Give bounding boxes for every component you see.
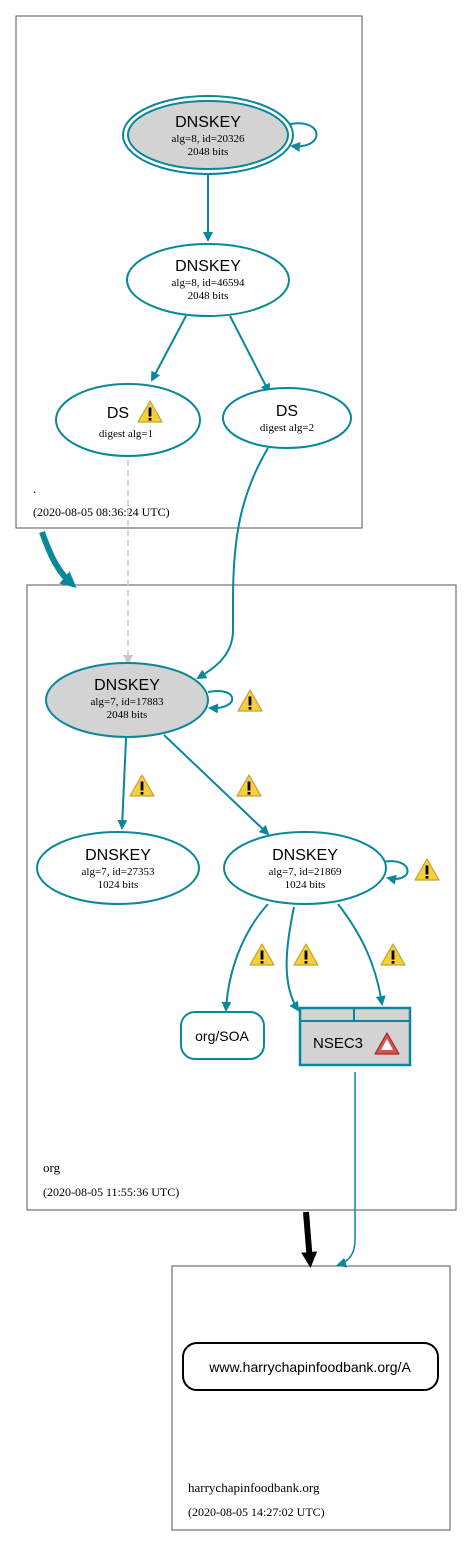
node-nsec3-label: NSEC3 xyxy=(313,1035,363,1052)
edge-zsk-nsec3-b xyxy=(337,903,386,1006)
node-ds2[interactable]: DS digest alg=2 xyxy=(222,387,352,449)
node-root-ksk-type: DNSKEY xyxy=(175,114,241,131)
zone-harry: harrychapinfoodbank.org (2020-08-05 14:2… xyxy=(171,1265,451,1531)
zone-harry-name: harrychapinfoodbank.org xyxy=(188,1480,320,1495)
edge-org-ksk-zsk xyxy=(163,734,270,836)
node-org-ksk-bits: 2048 bits xyxy=(107,709,148,721)
node-org-key2[interactable]: DNSKEY alg=7, id=27353 1024 bits xyxy=(36,831,200,905)
warning-icon xyxy=(414,858,440,881)
edge-zsk-soa xyxy=(221,903,269,1012)
node-org-zsk-detail: alg=7, id=21869 xyxy=(269,866,342,878)
node-org-key2-detail: alg=7, id=27353 xyxy=(82,866,155,878)
edge-org-ksk-self xyxy=(207,690,234,714)
edge-zsk-ds1 xyxy=(151,315,187,382)
zone-org-name: org xyxy=(43,1160,61,1175)
node-org-key2-bits: 1024 bits xyxy=(98,879,139,891)
zone-root-timestamp: (2020-08-05 08:36:24 UTC) xyxy=(33,505,170,519)
zone-org-timestamp: (2020-08-05 11:55:36 UTC) xyxy=(43,1185,179,1199)
node-ds2-type: DS xyxy=(276,403,298,420)
zone-root: . (2020-08-05 08:36:24 UTC) xyxy=(15,15,363,529)
edge-org-ksk-key2 xyxy=(117,737,128,830)
zone-org: org (2020-08-05 11:55:36 UTC) xyxy=(26,584,457,1211)
node-ds1-detail: digest alg=1 xyxy=(99,428,153,440)
warning-icon xyxy=(293,943,319,966)
zone-harry-timestamp: (2020-08-05 14:27:02 UTC) xyxy=(188,1505,325,1519)
node-a-record[interactable]: www.harrychapinfoodbank.org/A xyxy=(182,1342,439,1391)
node-org-zsk-type: DNSKEY xyxy=(272,847,338,864)
node-org-ksk-detail: alg=7, id=17883 xyxy=(91,696,164,708)
node-ds1-type: DS xyxy=(107,405,129,422)
warning-icon xyxy=(249,943,275,966)
edges xyxy=(39,122,409,1268)
zone-root-name: . xyxy=(33,481,36,496)
node-org-zsk[interactable]: DNSKEY alg=7, id=21869 1024 bits xyxy=(223,831,387,905)
node-root-zsk-type: DNSKEY xyxy=(175,258,241,275)
node-a-record-label: www.harrychapinfoodbank.org/A xyxy=(208,1359,411,1375)
node-root-ksk-bits: 2048 bits xyxy=(188,146,229,158)
node-org-key2-type: DNSKEY xyxy=(85,847,151,864)
node-root-zsk[interactable]: DNSKEY alg=8, id=46594 2048 bits xyxy=(126,243,290,317)
node-root-ksk-detail: alg=8, id=20326 xyxy=(172,133,245,145)
node-root-zsk-bits: 2048 bits xyxy=(188,290,229,302)
node-nsec3[interactable]: NSEC3 xyxy=(298,1006,412,1067)
node-ds2-detail: digest alg=2 xyxy=(260,422,314,434)
node-soa-label: org/SOA xyxy=(195,1028,249,1044)
node-root-zsk-detail: alg=8, id=46594 xyxy=(172,277,245,289)
edge-zsk-ds2 xyxy=(229,315,270,394)
warning-icon xyxy=(129,774,155,797)
warning-icon xyxy=(236,774,262,797)
node-ds1[interactable]: DS digest alg=1 xyxy=(55,383,201,457)
edge-delegation-org-harry xyxy=(301,1211,318,1268)
edge-root-ksk-self xyxy=(289,122,318,152)
node-org-ksk-type: DNSKEY xyxy=(94,677,160,694)
node-org-zsk-bits: 1024 bits xyxy=(285,879,326,891)
edge-delegation-root-org xyxy=(39,531,77,588)
node-root-ksk[interactable]: DNSKEY alg=8, id=20326 2048 bits xyxy=(122,95,294,175)
edge-ds2-org-ksk xyxy=(196,447,269,680)
warning-icon xyxy=(380,943,406,966)
node-org-ksk[interactable]: DNSKEY alg=7, id=17883 2048 bits xyxy=(45,662,209,738)
node-soa[interactable]: org/SOA xyxy=(180,1011,265,1060)
warning-icon xyxy=(237,689,263,712)
edge-nsec3-a xyxy=(336,1072,356,1268)
edge-zsk-nsec3-a xyxy=(285,906,300,1012)
edge-org-zsk-self xyxy=(381,860,409,885)
